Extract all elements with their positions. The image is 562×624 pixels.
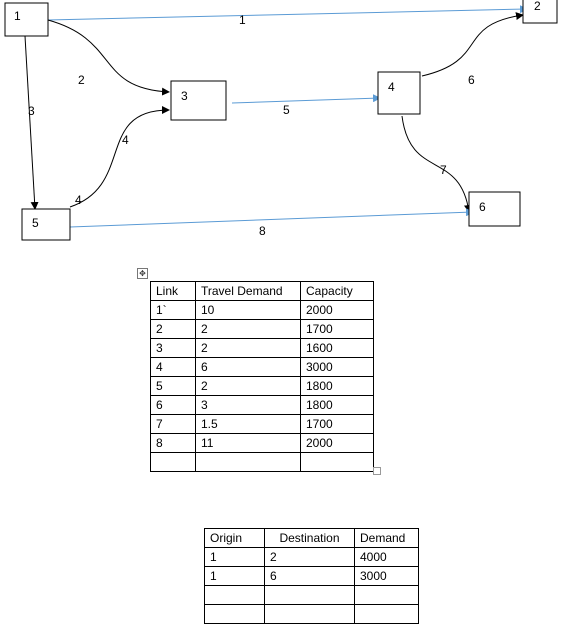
link-table-cell[interactable]: 6 — [195, 357, 301, 377]
link-5-arrow — [231, 94, 381, 104]
link-label-1: 1 — [239, 13, 246, 27]
od-table-cell[interactable] — [204, 604, 265, 624]
node-1-box — [4, 2, 49, 37]
link-8-arrow — [69, 208, 474, 228]
node-4-box — [377, 71, 421, 115]
od-table-cell[interactable] — [354, 585, 419, 605]
node-5-label: 5 — [32, 216, 39, 230]
od-table-cell[interactable]: 6 — [264, 566, 355, 586]
link-table-cell[interactable]: 1.5 — [195, 414, 301, 434]
link-table-cell[interactable]: 1800 — [300, 395, 374, 415]
link-6-arrow — [421, 12, 524, 77]
link-7-arrow — [401, 115, 472, 213]
node-4-label: 4 — [388, 80, 395, 94]
link-table-cell[interactable]: 11 — [195, 433, 301, 453]
link-table-cell[interactable]: 2 — [150, 319, 196, 339]
link-3-arrow — [24, 35, 39, 210]
link-table-cell[interactable] — [150, 452, 196, 472]
text-cursor — [373, 394, 374, 409]
link-table-header-cell[interactable]: Travel Demand — [195, 281, 301, 301]
node-6-box — [468, 191, 521, 227]
link-table-cell[interactable]: 3 — [150, 338, 196, 358]
link-table-cell[interactable]: 2 — [195, 319, 301, 339]
od-table-header-cell[interactable]: Demand — [354, 528, 419, 548]
link-table-cell[interactable]: 1` — [150, 300, 196, 320]
link-table-row — [150, 452, 374, 472]
od-table-cell[interactable]: 1 — [204, 547, 265, 567]
link-table-cell[interactable]: 2000 — [300, 300, 374, 320]
link-2-arrow — [47, 19, 170, 96]
node-3-label: 3 — [181, 89, 188, 103]
link-label-3: 3 — [28, 104, 35, 118]
link-table-cell[interactable]: 5 — [150, 376, 196, 396]
resize-handle-icon[interactable] — [373, 467, 381, 475]
node-5-box — [21, 208, 71, 241]
od-table-row — [204, 585, 419, 605]
link-table-cell[interactable]: 10 — [195, 300, 301, 320]
link-label-7: 7 — [440, 163, 447, 177]
node-3-box — [170, 80, 227, 121]
link-label-4: 4 — [122, 133, 129, 147]
link-label-4-secondary: 4 — [75, 193, 82, 207]
move-arrows-icon[interactable]: ✥ — [137, 268, 148, 279]
od-table-cell[interactable]: 4000 — [354, 547, 419, 567]
link-label-2: 2 — [78, 73, 85, 87]
od-table-header-cell[interactable]: Origin — [204, 528, 265, 548]
link-table-cell[interactable]: 8 — [150, 433, 196, 453]
link-table-cell[interactable] — [195, 452, 301, 472]
link-table-cell[interactable] — [300, 452, 374, 472]
link-table-cell[interactable]: 2 — [195, 376, 301, 396]
link-table-cell[interactable]: 2000 — [300, 433, 374, 453]
node-2-label: 2 — [534, 0, 541, 13]
link-label-5: 5 — [283, 103, 290, 117]
link-table-header-cell[interactable]: Capacity — [300, 281, 374, 301]
link-table-cell[interactable]: 2 — [195, 338, 301, 358]
od-table-cell[interactable]: 3000 — [354, 566, 419, 586]
link-table-cell[interactable]: 4 — [150, 357, 196, 377]
link-table-cell[interactable]: 1700 — [300, 319, 374, 339]
od-table-cell[interactable] — [354, 604, 419, 624]
od-table-cell[interactable] — [264, 585, 355, 605]
node-6-label: 6 — [479, 200, 486, 214]
network-diagram: 1 2 3 4 5 6 1 2 3 4 5 6 7 8 4 — [4, 0, 558, 241]
od-table-cell[interactable] — [264, 604, 355, 624]
link-4-arrow — [69, 106, 170, 208]
od-table-cell[interactable] — [204, 585, 265, 605]
od-table-cell[interactable]: 2 — [264, 547, 355, 567]
od-table-header-cell[interactable]: Destination — [264, 528, 355, 548]
node-1-label: 1 — [14, 9, 21, 23]
link-table-cell[interactable]: 3 — [195, 395, 301, 415]
link-table-cell[interactable]: 1700 — [300, 414, 374, 434]
link-label-8: 8 — [259, 224, 266, 238]
link-table-cell[interactable]: 3000 — [300, 357, 374, 377]
link-table-cell[interactable]: 6 — [150, 395, 196, 415]
node-2-box — [522, 0, 558, 24]
link-table-cell[interactable]: 7 — [150, 414, 196, 434]
link-table-header-cell[interactable]: Link — [150, 281, 196, 301]
link-table-cell[interactable]: 1600 — [300, 338, 374, 358]
link-table-cell[interactable]: 1800 — [300, 376, 374, 396]
od-table-cell[interactable]: 1 — [204, 566, 265, 586]
link-1-arrow — [47, 5, 528, 21]
od-table-row — [204, 604, 419, 624]
link-label-6: 6 — [468, 73, 475, 87]
